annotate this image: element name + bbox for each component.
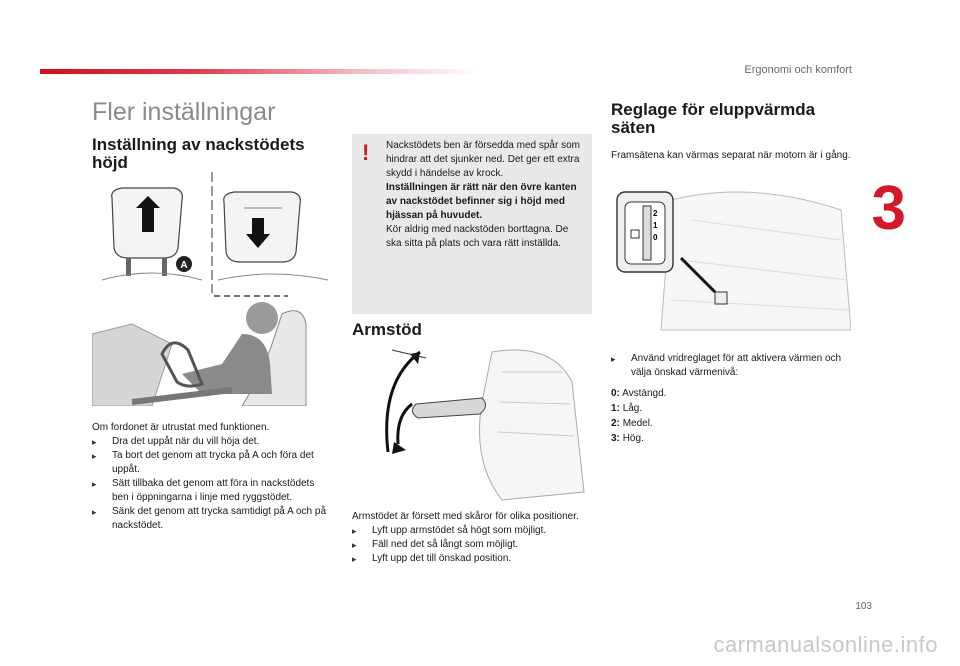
heated-seat-illustration: 2 1 0	[616, 191, 851, 331]
headrest-step: Dra det uppåt när du vill höja det.	[92, 435, 332, 449]
headrest-step: Sänk det genom att trycka samtidigt på A…	[92, 505, 332, 533]
headrest-step: Sätt tillbaka det genom att föra in nack…	[92, 477, 332, 505]
seat-heat-icon	[630, 229, 640, 239]
heat-level: 0: Avstängd.	[611, 388, 667, 399]
dial-label: 2	[653, 209, 658, 218]
armrest-intro: Armstödet är försett med skåror för olik…	[352, 511, 579, 522]
header-accent-bar	[40, 69, 480, 74]
armrest-heading: Armstöd	[352, 320, 422, 339]
chapter-number: 3	[871, 174, 906, 243]
headrest-step: Ta bort det genom att trycka på A och fö…	[92, 449, 332, 477]
heated-seats-heading: Reglage för eluppvärmda säten	[611, 100, 816, 137]
armrest-illustration	[385, 349, 585, 501]
heated-step: Använd vridreglaget för att aktivera vär…	[611, 352, 851, 380]
chapter-title: Ergonomi och komfort	[744, 64, 852, 76]
headrest-intro: Om fordonet är utrustat med funktionen.	[92, 422, 270, 433]
label-a: A	[180, 260, 187, 271]
dial-label: 1	[653, 221, 658, 230]
warning-bold: Inställningen är rätt när den övre kante…	[386, 182, 577, 221]
heat-levels: 0: Avstängd. 1: Låg. 2: Medel. 3: Hög.	[611, 386, 851, 446]
headrest-heading: Inställning av nackstödets höjd	[92, 135, 305, 172]
driver-illustration	[92, 295, 307, 406]
watermark: carmanualsonline.info	[713, 632, 938, 657]
warning-icon: !	[362, 140, 370, 165]
armrest-step: Lyft upp det till önskad position.	[352, 552, 592, 566]
armrest-step: Lyft upp armstödet så högt som möjligt.	[352, 524, 592, 538]
heat-level: 2: Medel.	[611, 418, 653, 429]
dial-label: 0	[653, 233, 658, 242]
heat-level: 1: Låg.	[611, 403, 643, 414]
heated-intro: Framsätena kan värmas separat när motorn…	[611, 150, 851, 161]
headrest-illustration: A	[101, 172, 329, 293]
heat-level: 3: Hög.	[611, 433, 644, 444]
armrest-step: Fäll ned det så långt som möjligt.	[352, 538, 592, 552]
warning-box	[352, 134, 592, 314]
page-number: 103	[855, 601, 872, 612]
heated-instructions: Använd vridreglaget för att aktivera vär…	[611, 352, 851, 380]
headrest-instructions: Om fordonet är utrustat med funktionen. …	[92, 421, 332, 533]
warning-text: Nackstödets ben är försedda med spår som…	[386, 139, 586, 251]
warning-text-1: Nackstödets ben är försedda med spår som…	[386, 140, 580, 179]
page-title: Fler inställningar	[92, 98, 276, 126]
warning-text-2: Kör aldrig med nackstöden borttagna. De …	[386, 224, 569, 249]
armrest-instructions: Armstödet är försett med skåror för olik…	[352, 510, 592, 566]
